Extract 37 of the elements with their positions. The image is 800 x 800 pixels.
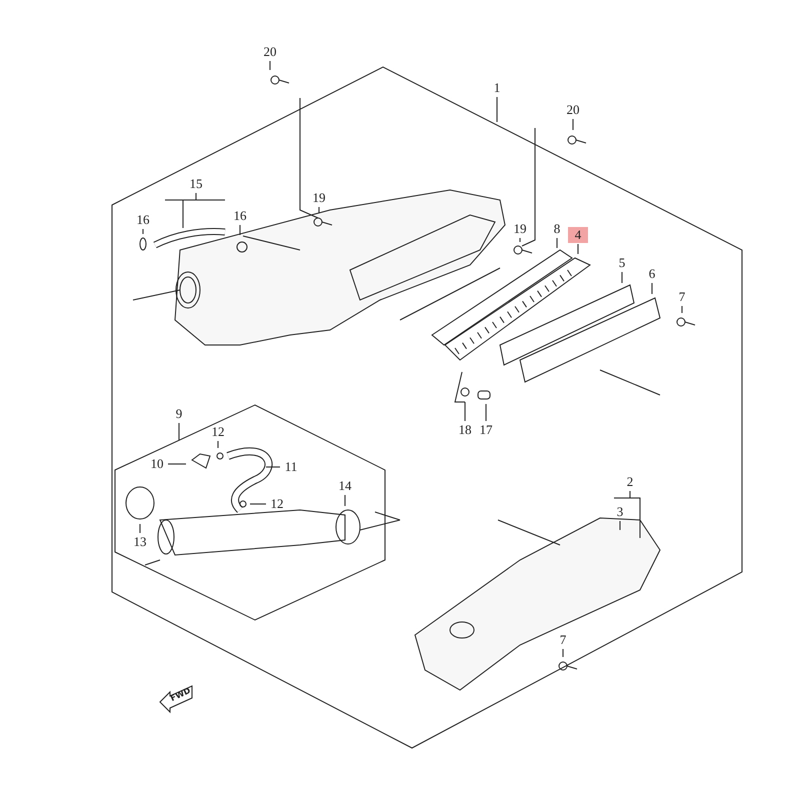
callout-number: 7 <box>672 289 692 305</box>
callout-number: 2 <box>620 474 640 490</box>
callout-number: 16 <box>133 212 153 228</box>
callout-number: 19 <box>309 190 329 206</box>
callout-number: 12 <box>267 496 287 512</box>
callout-number: 9 <box>169 406 189 422</box>
callout-number: 16 <box>230 208 250 224</box>
callout-number: 18 <box>455 422 475 438</box>
callout-number: 13 <box>130 534 150 550</box>
callout-number: 7 <box>553 632 573 648</box>
callout-number: 17 <box>476 422 496 438</box>
callout-number: 6 <box>642 266 662 282</box>
callout-number: 11 <box>281 459 301 475</box>
leader-line <box>562 648 564 658</box>
callout-number: 1 <box>487 80 507 96</box>
callout-number: 15 <box>186 176 206 192</box>
leader-line <box>318 206 320 214</box>
callout-number: 12 <box>208 424 228 440</box>
callout-number: 5 <box>612 255 632 271</box>
leader-line <box>614 490 640 538</box>
leader-line <box>496 96 498 122</box>
leader-line <box>454 372 466 422</box>
leader-line <box>556 238 558 248</box>
leader-line <box>164 192 226 228</box>
leader-line <box>344 494 346 506</box>
leader-line <box>572 118 574 130</box>
callout-number: 14 <box>335 478 355 494</box>
callout-number: 10 <box>147 456 167 472</box>
callout-number: 20 <box>563 102 583 118</box>
callout-number: 3 <box>610 504 630 520</box>
callout-number: 4 <box>568 227 588 243</box>
leader-line <box>178 422 180 440</box>
leader-line <box>142 228 144 234</box>
callout-number: 19 <box>510 221 530 237</box>
callout-number: 8 <box>547 221 567 237</box>
leader-line <box>266 466 280 468</box>
callout-number: 20 <box>260 44 280 60</box>
